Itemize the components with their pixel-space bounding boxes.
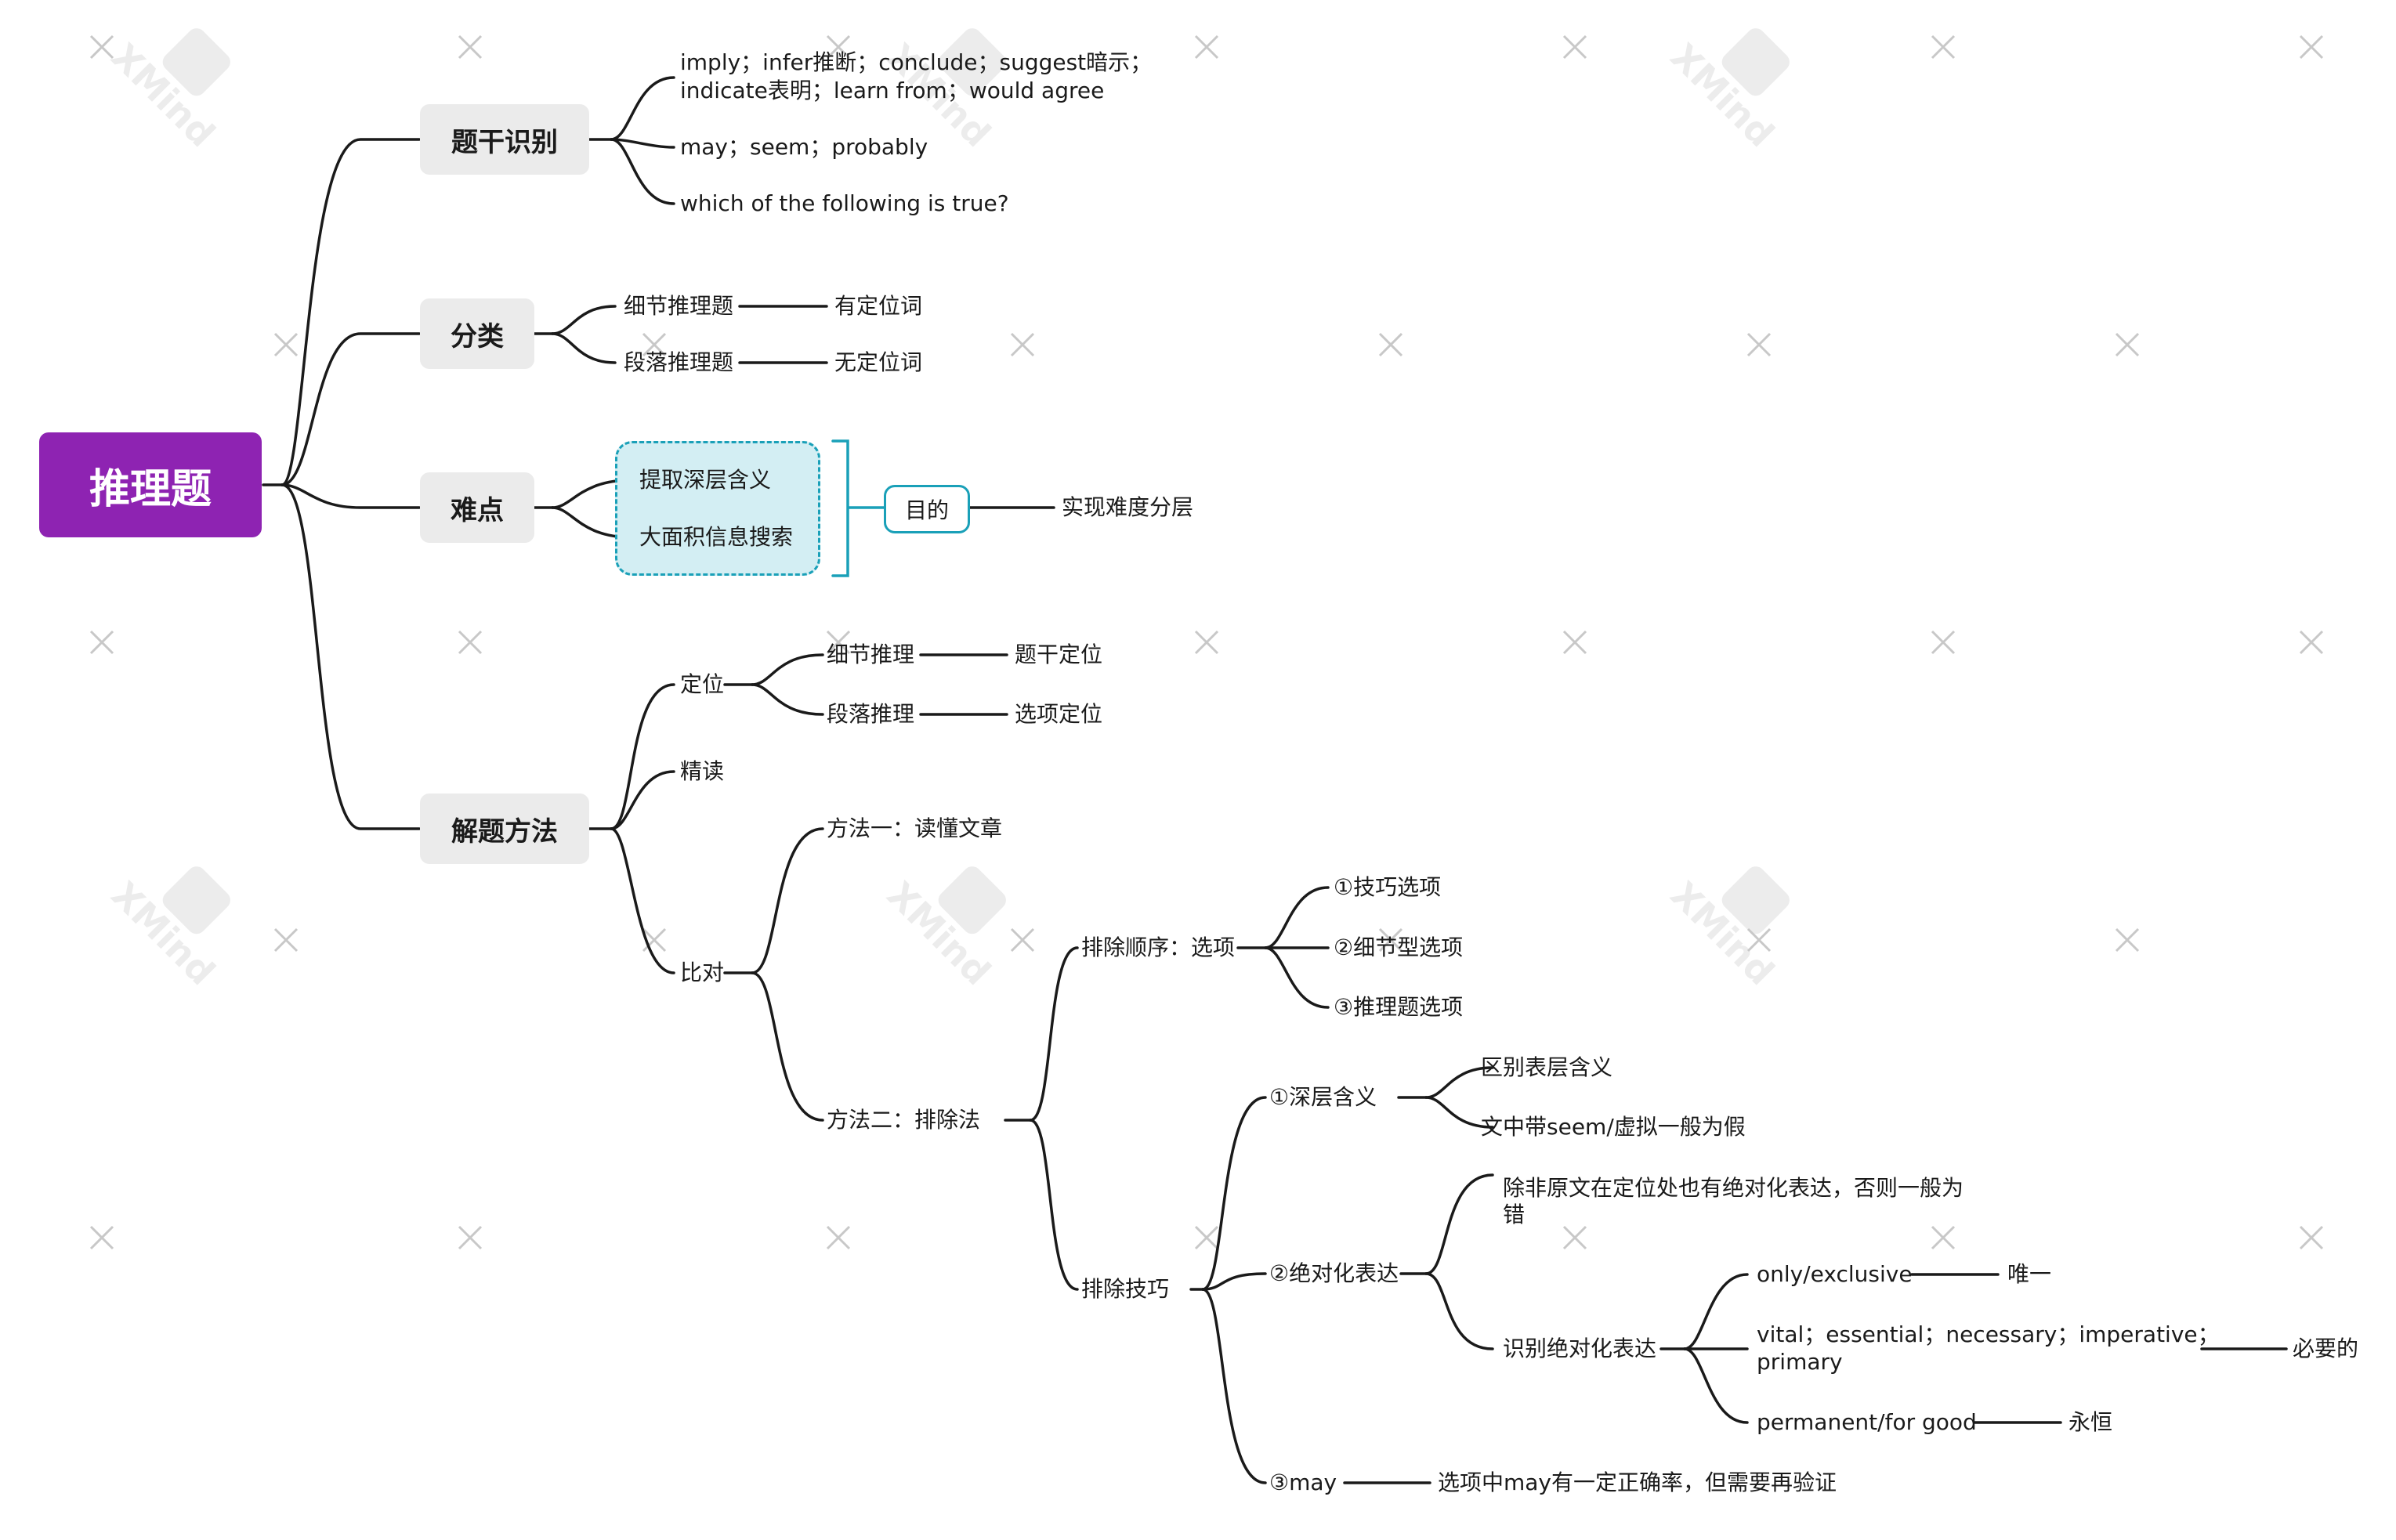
elimination-skills[interactable]: 排除技巧: [1081, 1276, 1170, 1302]
connector: [751, 827, 824, 974]
difficulty-item-2[interactable]: 大面积信息搜索: [639, 524, 794, 550]
connector: [280, 138, 421, 486]
connector: [1264, 946, 1330, 1009]
connector: [1201, 1096, 1267, 1291]
method-locate[interactable]: 定位: [680, 671, 725, 697]
topic-method[interactable]: 解题方法: [420, 793, 589, 864]
method-read[interactable]: 精读: [680, 758, 725, 784]
connector: [610, 138, 675, 149]
absolute-only[interactable]: only/exclusive: [1757, 1261, 1913, 1287]
connector: [610, 827, 675, 974]
connector: [551, 305, 617, 335]
order-item-1[interactable]: ①技巧选项: [1334, 874, 1442, 900]
connector: [1029, 946, 1079, 1122]
skill-deep-meaning[interactable]: ①深层含义: [1269, 1084, 1377, 1110]
connector: [1424, 1096, 1494, 1129]
topic-identify[interactable]: 题干识别: [420, 104, 589, 175]
absolute-permanent[interactable]: permanent/for good: [1757, 1409, 1977, 1435]
absolute-identify[interactable]: 识别绝对化表达: [1503, 1336, 1657, 1361]
skill-absolute[interactable]: ②绝对化表达: [1269, 1260, 1399, 1286]
identify-item-1-line-2[interactable]: indicate表明；learn from；would agree: [680, 78, 1105, 103]
compare-way-1[interactable]: 方法一：读懂文章: [827, 815, 1003, 841]
deep-item-1[interactable]: 区别表层含义: [1481, 1054, 1613, 1080]
root-topic[interactable]: 推理题: [39, 432, 262, 537]
connector: [1264, 886, 1330, 949]
absolute-permanent-note[interactable]: 永恒: [2068, 1409, 2113, 1435]
absolute-vital-note[interactable]: 必要的: [2293, 1336, 2359, 1361]
connector: [280, 483, 421, 830]
order-item-3[interactable]: ③推理题选项: [1334, 994, 1464, 1020]
identify-item-2[interactable]: may；seem；probably: [680, 134, 928, 160]
locate-paragraph[interactable]: 段落推理: [827, 701, 915, 727]
absolute-vital-line-2[interactable]: primary: [1757, 1349, 1843, 1375]
category-paragraph[interactable]: 段落推理题: [624, 349, 734, 375]
absolute-note-line-1[interactable]: 除非原文在定位处也有绝对化表达，否则一般为: [1503, 1175, 1964, 1201]
absolute-only-note[interactable]: 唯一: [2007, 1261, 2052, 1287]
connector: [751, 971, 824, 1122]
connector: [751, 653, 824, 686]
may-note[interactable]: 选项中may有一定正确率，但需要再验证: [1438, 1470, 1837, 1495]
connector: [610, 138, 675, 205]
bracket: [831, 439, 885, 577]
connector: [1201, 1288, 1267, 1484]
difficulty-item-1[interactable]: 提取深层含义: [639, 467, 772, 493]
elimination-order[interactable]: 排除顺序：选项: [1081, 934, 1236, 960]
connector: [280, 483, 421, 509]
connector: [1201, 1272, 1267, 1291]
category-detail-note[interactable]: 有定位词: [834, 293, 923, 319]
category-detail[interactable]: 细节推理题: [624, 293, 734, 319]
purpose-note[interactable]: 实现难度分层: [1062, 494, 1194, 520]
connector: [1029, 1119, 1079, 1291]
compare-way-2[interactable]: 方法二：排除法: [827, 1107, 981, 1133]
difficulty-summary-group: [615, 441, 820, 576]
topic-category[interactable]: 分类: [420, 298, 534, 369]
connector: [610, 683, 675, 830]
method-compare[interactable]: 比对: [680, 960, 725, 985]
locate-paragraph-note[interactable]: 选项定位: [1015, 701, 1103, 727]
connector: [1683, 1347, 1749, 1424]
connector: [751, 683, 824, 716]
locate-detail[interactable]: 细节推理: [827, 642, 915, 667]
summary-purpose[interactable]: 目的: [884, 485, 970, 533]
identify-item-1-line-1[interactable]: imply；infer推断；conclude；suggest暗示；: [680, 49, 1153, 75]
connector: [551, 332, 617, 364]
deep-item-2[interactable]: 文中带seem/虚拟一般为假: [1481, 1114, 1746, 1140]
order-item-2[interactable]: ②细节型选项: [1334, 934, 1464, 960]
connector: [610, 76, 675, 141]
locate-detail-note[interactable]: 题干定位: [1015, 642, 1103, 667]
connector: [610, 770, 675, 830]
identify-item-3[interactable]: which of the following is true?: [680, 190, 1009, 216]
skill-may[interactable]: ③may: [1269, 1470, 1337, 1495]
topic-difficulty[interactable]: 难点: [420, 472, 534, 543]
absolute-note-line-2[interactable]: 错: [1503, 1202, 1526, 1227]
connector: [1424, 1066, 1494, 1099]
connector: [1683, 1273, 1749, 1350]
absolute-vital-line-1[interactable]: vital；essential；necessary；imperative；: [1757, 1321, 2220, 1347]
connector: [280, 332, 421, 486]
category-paragraph-note[interactable]: 无定位词: [834, 349, 923, 375]
connector: [1424, 1272, 1494, 1350]
connector: [1424, 1173, 1494, 1275]
